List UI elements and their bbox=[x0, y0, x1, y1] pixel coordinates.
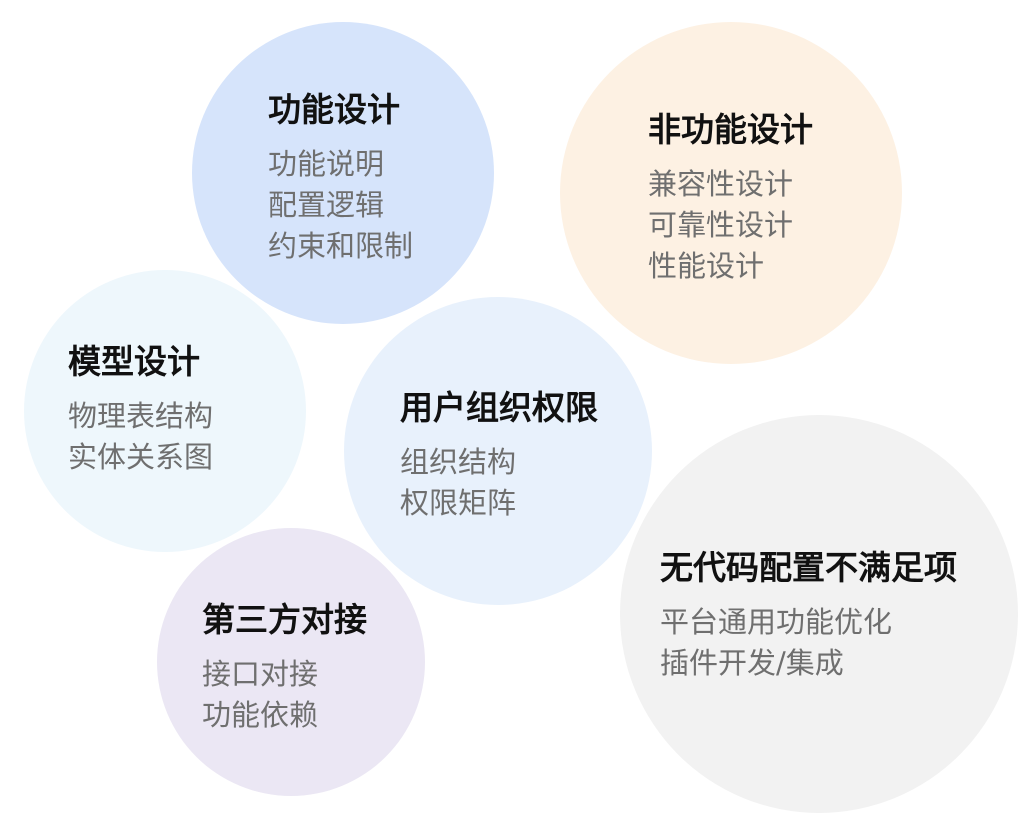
no-code-gap-bubble bbox=[620, 415, 1018, 813]
model-design-item: 实体关系图 bbox=[68, 440, 214, 474]
user-org-permission-item: 权限矩阵 bbox=[400, 486, 517, 520]
no-code-gap-item: 插件开发/集成 bbox=[660, 646, 844, 680]
non-functional-design-item: 兼容性设计 bbox=[648, 167, 794, 201]
non-functional-design-items: 兼容性设计 可靠性设计 性能设计 bbox=[648, 164, 813, 287]
third-party-integration-item: 接口对接 bbox=[202, 657, 319, 691]
model-design-bubble bbox=[24, 270, 306, 552]
model-design-title: 模型设计 bbox=[68, 342, 200, 381]
non-functional-design-bubble bbox=[560, 22, 902, 364]
non-functional-design-content: 非功能设计 兼容性设计 可靠性设计 性能设计 bbox=[648, 110, 813, 287]
functional-design-content: 功能设计 功能说明 配置逻辑 约束和限制 bbox=[268, 90, 413, 267]
third-party-integration-title: 第三方对接 bbox=[202, 600, 367, 639]
user-org-permission-items: 组织结构 权限矩阵 bbox=[400, 442, 598, 524]
user-org-permission-content: 用户组织权限 组织结构 权限矩阵 bbox=[400, 388, 598, 524]
functional-design-title: 功能设计 bbox=[268, 90, 400, 129]
functional-design-items: 功能说明 配置逻辑 约束和限制 bbox=[268, 144, 413, 267]
non-functional-design-title: 非功能设计 bbox=[648, 110, 813, 149]
functional-design-bubble bbox=[192, 22, 494, 324]
user-org-permission-title: 用户组织权限 bbox=[400, 388, 598, 427]
functional-design-item: 功能说明 bbox=[268, 147, 385, 181]
user-org-permission-bubble bbox=[344, 297, 652, 605]
model-design-content: 模型设计 物理表结构 实体关系图 bbox=[68, 342, 213, 478]
non-functional-design-item: 可靠性设计 bbox=[648, 208, 794, 242]
no-code-gap-content: 无代码配置不满足项 平台通用功能优化 插件开发/集成 bbox=[660, 548, 957, 684]
user-org-permission-item: 组织结构 bbox=[400, 445, 517, 479]
model-design-items: 物理表结构 实体关系图 bbox=[68, 396, 213, 478]
functional-design-item: 约束和限制 bbox=[268, 229, 414, 263]
third-party-integration-items: 接口对接 功能依赖 bbox=[202, 654, 367, 736]
no-code-gap-item: 平台通用功能优化 bbox=[660, 605, 893, 639]
non-functional-design-item: 性能设计 bbox=[648, 249, 765, 283]
no-code-gap-title: 无代码配置不满足项 bbox=[660, 548, 957, 587]
third-party-integration-bubble bbox=[157, 528, 425, 796]
no-code-gap-items: 平台通用功能优化 插件开发/集成 bbox=[660, 602, 957, 684]
model-design-item: 物理表结构 bbox=[68, 399, 214, 433]
third-party-integration-content: 第三方对接 接口对接 功能依赖 bbox=[202, 600, 367, 736]
third-party-integration-item: 功能依赖 bbox=[202, 698, 319, 732]
functional-design-item: 配置逻辑 bbox=[268, 188, 385, 222]
